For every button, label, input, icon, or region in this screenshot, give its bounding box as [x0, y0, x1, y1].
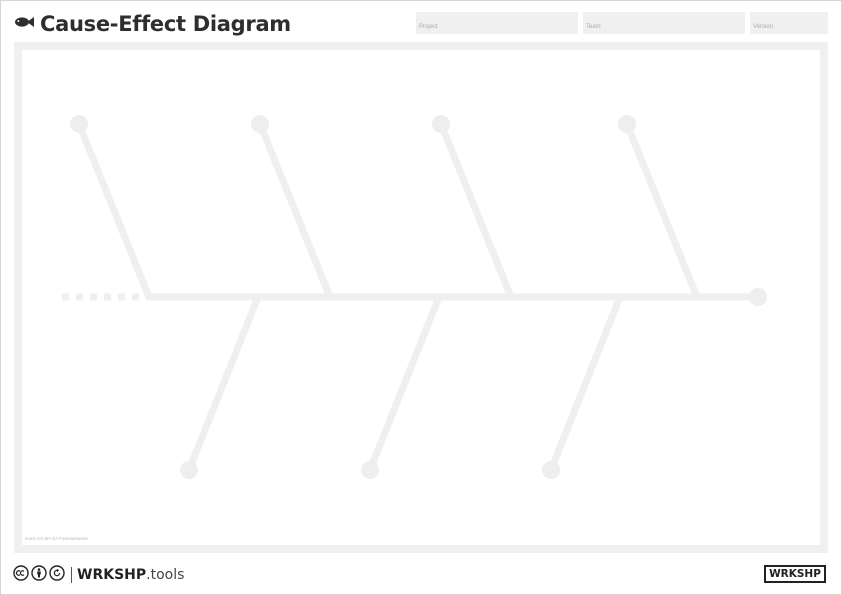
brand-domain: .tools — [146, 567, 185, 583]
cause-branch-upper-3 — [437, 120, 515, 301]
page-header: Cause-Effect Diagram — [14, 10, 291, 38]
cc-icon — [13, 564, 29, 586]
cause-branch-lower-1 — [185, 293, 262, 474]
fish-icon — [14, 15, 34, 34]
cause-node-lower-2 — [361, 461, 379, 479]
fishbone-diagram — [62, 115, 767, 479]
project-field[interactable]: Project — [416, 12, 578, 34]
footer-branding: WRKSHP .tools — [13, 564, 185, 586]
cause-node-upper-3 — [432, 115, 450, 133]
project-field-label: Project — [419, 24, 438, 30]
version-field[interactable]: Version — [750, 12, 828, 34]
cause-node-upper-2 — [251, 115, 269, 133]
wrkshp-logo: WRKSHP — [764, 565, 826, 583]
cause-branch-upper-2 — [256, 120, 334, 301]
license-icons — [13, 564, 65, 586]
diagram-canvas-frame: Icons CC-BY-SA FontAwesome — [14, 42, 828, 553]
cause-branch-lower-3 — [547, 293, 624, 474]
version-field-label: Version — [753, 24, 774, 30]
cause-branch-lower-2 — [366, 293, 443, 474]
diagram-canvas[interactable]: Icons CC-BY-SA FontAwesome — [22, 50, 820, 545]
sa-icon — [49, 564, 65, 586]
team-field-label: Team — [586, 24, 601, 30]
footer-divider — [71, 567, 72, 583]
by-icon — [31, 564, 47, 586]
icon-credits: Icons CC-BY-SA FontAwesome — [25, 536, 88, 541]
effect-node — [749, 288, 767, 306]
cause-node-lower-3 — [542, 461, 560, 479]
brand-name: WRKSHP — [77, 567, 147, 583]
team-field[interactable]: Team — [583, 12, 745, 34]
cause-branch-upper-1 — [75, 120, 153, 301]
cause-node-lower-1 — [180, 461, 198, 479]
cause-branch-upper-4 — [623, 120, 701, 301]
page-title: Cause-Effect Diagram — [40, 12, 291, 36]
cause-node-upper-4 — [618, 115, 636, 133]
cause-node-upper-1 — [70, 115, 88, 133]
